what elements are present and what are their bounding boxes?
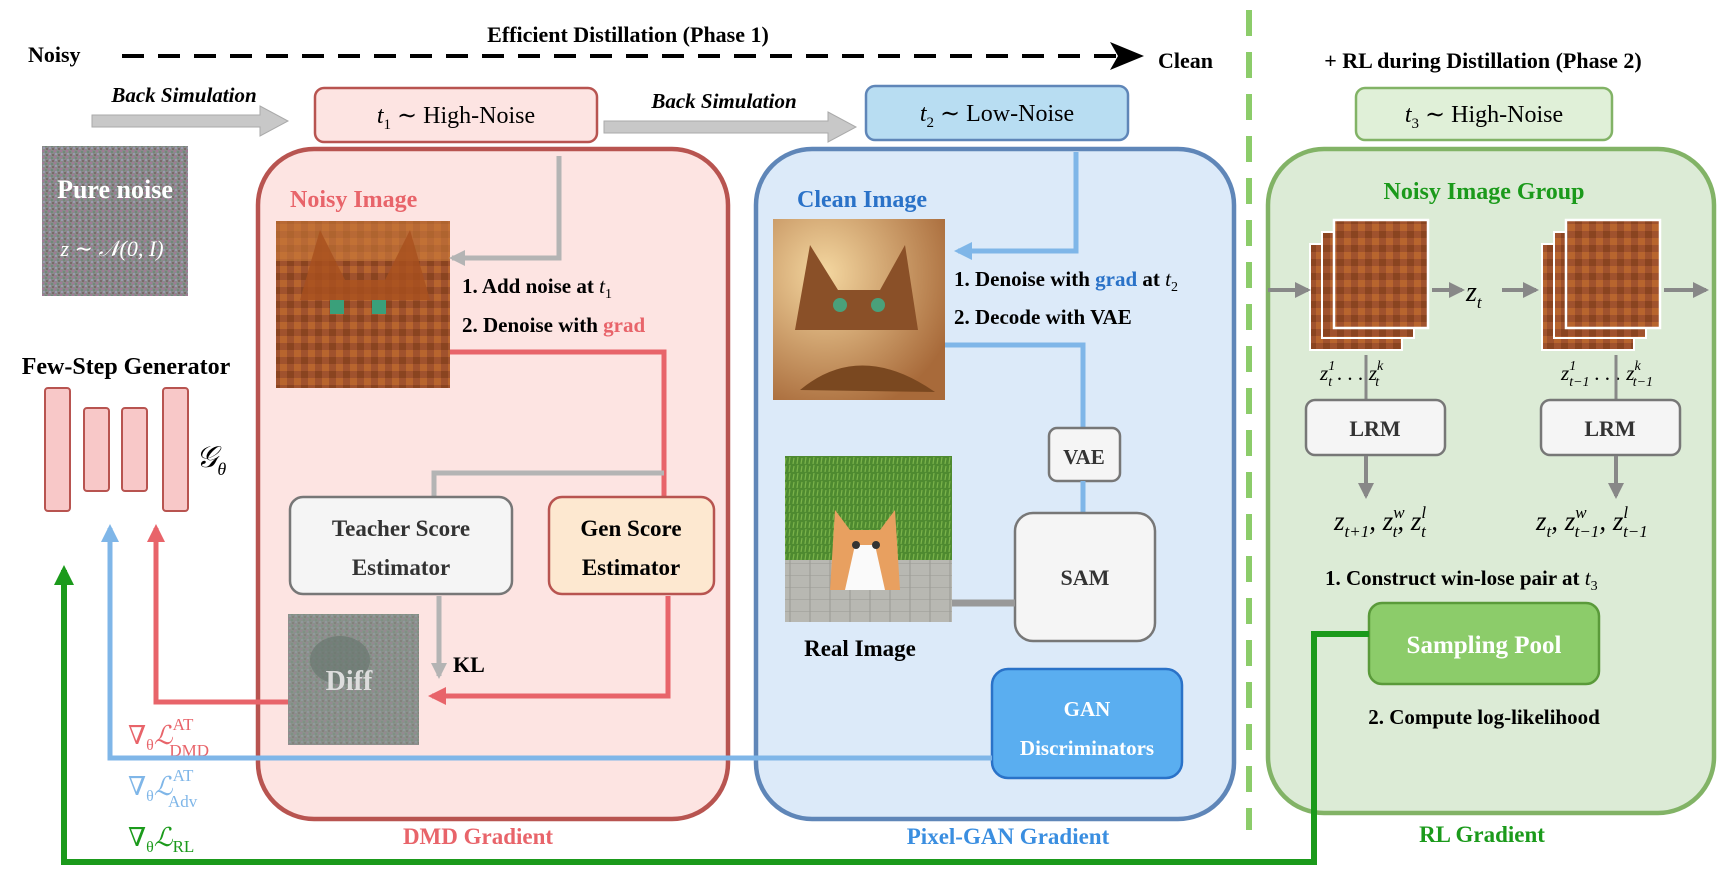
t3-high-noise-label: t3 ∼ High-Noise [1405,102,1563,132]
back-simulation-label-1: Back Simulation [110,83,256,107]
noisy-image-group-title: Noisy Image Group [1384,179,1585,205]
gen-score-estimator [547,495,716,596]
t1-to-noisy-arrow [449,156,562,266]
gan-step1: 1. Denoise with grad at t2 [954,267,1178,295]
generator-bars [44,387,189,512]
sampling-pool-label: Sampling Pool [1407,632,1562,659]
lrm-left-label: LRM [1349,416,1401,441]
phase1-title: Efficient Distillation (Phase 1) [487,22,769,47]
noisy-to-teacher-line [431,470,664,498]
noise-to-clean-arrowhead [1110,42,1144,70]
t3-high-noise-box [1354,86,1614,142]
gen-score-line1: Gen Score [580,516,681,541]
teacher-score-line1: Teacher Score [332,516,470,541]
t2-to-clean-arrow [954,152,1079,260]
rl-gradient-footer: RL Gradient [1419,822,1545,847]
t2-low-noise-box [864,84,1130,142]
sam-label: SAM [1061,565,1110,590]
gan-gradient-footer: Pixel-GAN Gradient [907,824,1110,849]
generator-symbol: 𝒢θ [196,441,226,479]
back-simulation-label-2: Back Simulation [650,89,796,113]
kl-label: KL [453,652,485,677]
back-simulation-arrow-1 [91,105,290,137]
back-simulation-arrow-2 [603,111,858,143]
noisy-group-stack-left [1309,218,1430,351]
pure-noise-label: Pure noise [57,175,173,204]
rl-step1: 1. Construct win-lose pair at t3 [1325,566,1598,594]
noise-distribution-formula: z ∼ 𝒩(0, I) [59,236,163,261]
t1-high-noise-label: t1 ∼ High-Noise [377,103,535,133]
pure-noise-image: Pure noise z ∼ 𝒩(0, I) [42,146,188,296]
real-cat-image [785,456,952,622]
sampling-pool-box [1367,601,1601,686]
phase2-title: + RL during Distillation (Phase 2) [1324,48,1642,73]
teacher-score-estimator [288,495,514,596]
sampling-pool-to-generator-arrow [54,565,1369,865]
clean-to-vae-line [945,342,1086,428]
noisy-group-stack-right [1541,218,1662,351]
dmd-gradient-footer: DMD Gradient [403,824,553,849]
clean-image-title: Clean Image [797,187,927,213]
lrm-right-label: LRM [1584,416,1636,441]
rl-step2: 2. Compute log-likelihood [1368,705,1600,729]
t1-high-noise-box [313,86,599,144]
clean-cat-image [773,219,945,400]
lrm-left-box [1304,398,1447,457]
diff-label: Diff [326,666,373,697]
lrm-right-box [1539,398,1682,457]
diff-image: Diff [288,614,419,745]
dmd-step2: 2. Denoise with grad [462,313,645,337]
noisy-to-gen-score-line [450,349,667,498]
teacher-score-line2: Estimator [352,555,450,580]
noisy-label: Noisy [28,42,81,67]
diff-to-generator-arrow [147,524,288,705]
gen-score-to-diff-arrow [428,596,671,705]
generator-title: Few-Step Generator [22,354,231,380]
gen-score-line2: Estimator [582,555,680,580]
grad-rl-label: ∇θℒRL [128,823,194,856]
dmd-step1: 1. Add noise at t1 [462,274,612,302]
gan-label-line2: Discriminators [1020,736,1154,760]
zt-label: zt [1465,277,1483,312]
vae-label: VAE [1063,445,1105,469]
noisy-image-title: Noisy Image [290,187,418,213]
noisy-cat-image [276,221,450,388]
gan-label-line1: GAN [1064,697,1111,721]
sam-box [1013,511,1157,643]
t2-low-noise-label: t2 ∼ Low-Noise [920,101,1074,131]
gan-step2: 2. Decode with VAE [954,305,1132,329]
gan-discriminators-box [990,667,1184,780]
gan-to-generator-arrow [101,524,992,761]
clean-label: Clean [1158,48,1213,73]
real-image-label: Real Image [804,636,916,661]
